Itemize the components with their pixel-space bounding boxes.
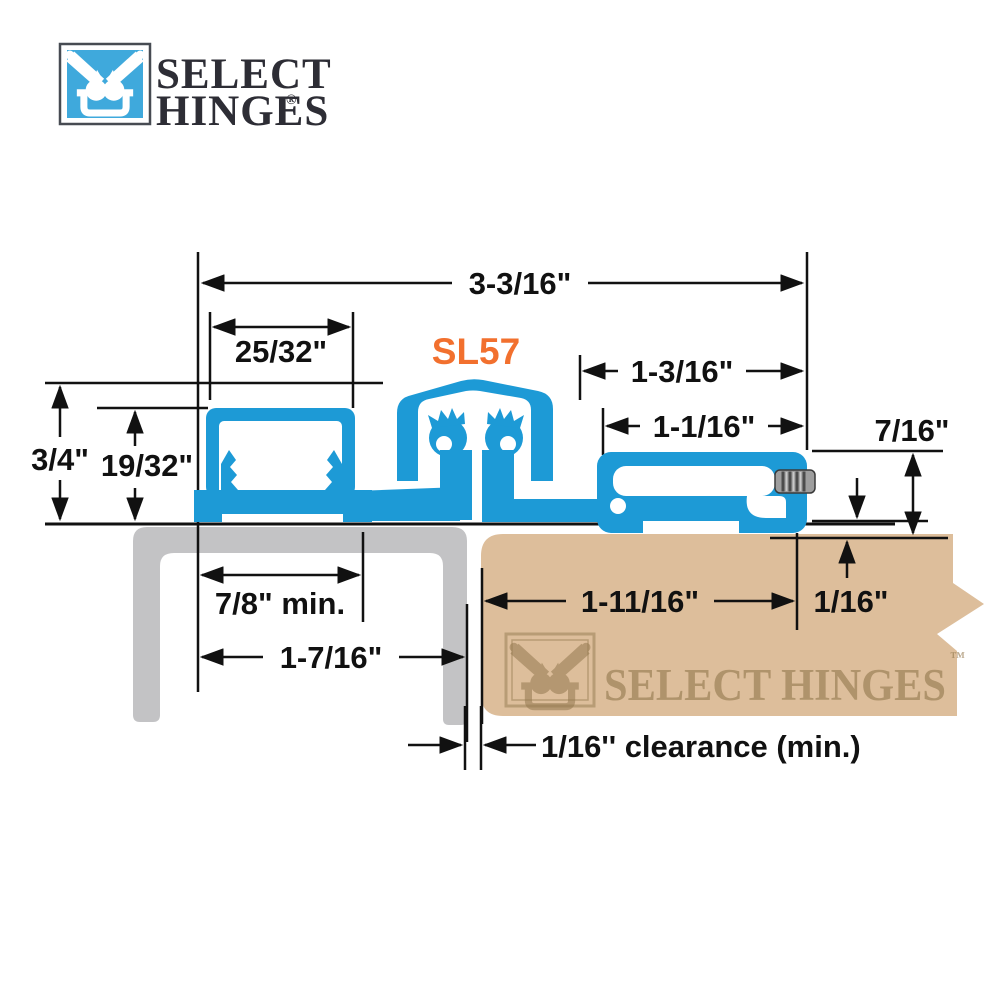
dim-frame-side-inner-height: 19/32" <box>101 409 193 522</box>
label-frame-min-depth: 7/8" min. <box>215 586 345 621</box>
label-clearance-note: 1/16'' clearance (min.) <box>541 729 861 764</box>
extension-lines <box>45 252 943 742</box>
label-door-leaf-inner-width: 1-1/16" <box>653 409 756 444</box>
brand-name-line2: HINGES <box>156 88 329 135</box>
dim-door-leaf-inner-width: 1-1/16" <box>604 409 805 444</box>
door-panel-shape <box>481 534 984 716</box>
label-frame-side-inner-height: 19/32" <box>101 448 193 483</box>
dim-door-leaf-outer-width: 1-3/16" <box>581 354 805 389</box>
dim-door-face-gap: 1/16" <box>770 478 948 619</box>
dim-frame-min-depth: 7/8" min. <box>199 566 362 621</box>
label-frame-channel-width: 1-7/16" <box>280 640 383 675</box>
hinge-right-leaf-shape <box>597 452 816 533</box>
dim-door-leaf-height: 7/16" <box>874 413 950 536</box>
dim-frame-side-height: 3/4" <box>31 384 89 522</box>
label-frame-side-height: 3/4" <box>31 442 89 477</box>
dim-frame-channel-top-width: 25/32" <box>211 318 352 369</box>
dim-door-prep-width: 1-11/16" <box>483 584 796 619</box>
label-door-leaf-height: 7/16" <box>874 413 949 448</box>
trademark-icon: ™ <box>950 650 965 666</box>
label-door-leaf-outer-width: 1-3/16" <box>631 354 734 389</box>
gear-mesh-line <box>469 413 483 464</box>
door-watermark: SELECT HINGES ™ <box>504 632 965 710</box>
watermark-logo-square <box>511 639 589 701</box>
snap-barb-right <box>325 450 342 495</box>
watermark-text: SELECT HINGES <box>604 660 946 710</box>
dim-frame-channel-width: 1-7/16" <box>199 640 466 675</box>
registered-mark-icon: ® <box>286 93 297 108</box>
dim-clearance: 1/16'' clearance (min.) <box>408 706 861 770</box>
hinge-profiles <box>194 379 816 533</box>
snap-barb-left <box>221 450 238 495</box>
label-door-prep-width: 1-11/16" <box>581 584 699 619</box>
hinge-left-leaf-shape <box>194 408 460 522</box>
model-label: SL57 <box>432 331 520 372</box>
set-screw <box>774 469 816 494</box>
brand-logo: SELECT HINGES ® <box>58 42 332 135</box>
label-overall-width: 3-3/16" <box>469 266 572 301</box>
hinge-knuckle-shape <box>397 379 600 522</box>
brand-name-line1: SELECT <box>156 51 332 98</box>
frame-channel-shape <box>133 527 467 725</box>
dimension-annotations: 3-3/16" 25/32" SL57 1-3/16" 1-1/16" 3/4" <box>31 266 950 770</box>
label-frame-channel-top-width: 25/32" <box>235 334 327 369</box>
dim-overall-width: 3-3/16" <box>200 266 805 301</box>
label-door-face-gap: 1/16" <box>813 584 888 619</box>
